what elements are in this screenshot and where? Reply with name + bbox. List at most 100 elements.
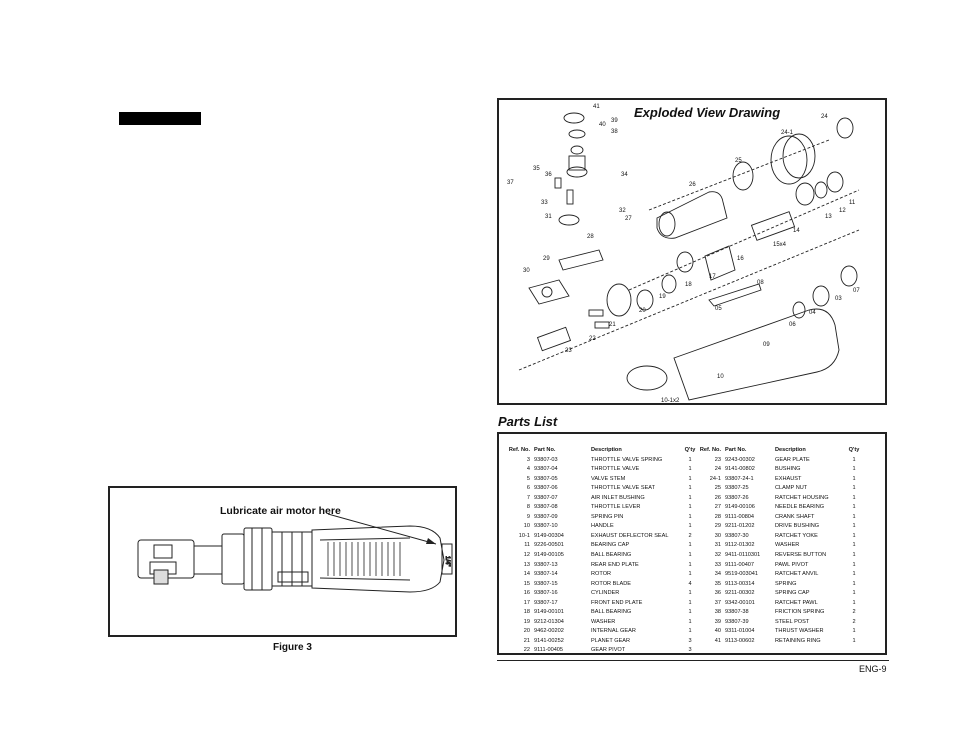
table-cell: 1 [852, 637, 856, 644]
callout-10-1x2: 10-1x2 [661, 398, 680, 404]
table-cell: 1 [688, 609, 692, 616]
table-cell: 29 [714, 523, 721, 530]
table-cell: RATCHET YOKE [775, 532, 818, 539]
table-cell: 16 [523, 590, 530, 597]
table-cell: 1 [852, 456, 856, 463]
table-cell: THROTTLE VALVE SEAT [591, 485, 656, 492]
table-cell: 1 [852, 513, 856, 520]
parts-list-panel: Ref. No. Part No. Description Q'ty Ref. … [497, 432, 887, 655]
table-cell: HANDLE [591, 523, 614, 530]
table-cell: 30 [714, 532, 721, 539]
table-cell: 9 [526, 513, 530, 520]
table-cell: 35 [714, 580, 721, 587]
table-cell: 1 [688, 561, 692, 568]
table-cell: SPRING [775, 580, 797, 587]
table-cell: 33 [714, 561, 721, 568]
table-cell: REAR END PLATE [591, 561, 639, 568]
callout-11: 11 [849, 200, 856, 206]
table-cell: 93807-17 [534, 599, 558, 606]
table-cell: 93807-38 [725, 609, 749, 616]
table-cell: 93807-04 [534, 466, 558, 473]
redacted-heading-bar [119, 112, 201, 125]
table-cell: SPRING PIN [591, 513, 624, 520]
table-cell: 9113-00314 [725, 580, 755, 587]
table-cell: 3 [688, 647, 692, 654]
table-cell: PLANET GEAR [591, 637, 631, 644]
table-cell: 36 [714, 590, 721, 597]
table-cell: 93807-26 [725, 494, 749, 501]
table-cell: 1 [852, 523, 856, 530]
table-cell: RATCHET PAWL [775, 599, 818, 606]
callout-24-1: 24-1 [781, 130, 794, 136]
table-cell: 21 [523, 637, 530, 644]
table-cell: 9149-00101 [534, 609, 564, 616]
table-cell: 34 [714, 571, 721, 578]
table-cell: BUSHING [775, 466, 801, 473]
table-cell: THRUST WASHER [775, 628, 824, 635]
table-cell: 1 [688, 494, 692, 501]
table-cell: 10 [523, 523, 530, 530]
table-cell: GEAR PLATE [775, 456, 810, 463]
callout-13: 13 [825, 214, 832, 220]
callout-04: 04 [809, 310, 816, 316]
callout-29: 29 [543, 256, 550, 262]
table-cell: 93807-16 [534, 590, 558, 597]
table-cell: 1 [688, 504, 692, 511]
callout-24: 24 [821, 114, 828, 120]
table-cell: 1 [852, 590, 856, 597]
callout-20: 20 [639, 308, 646, 314]
table-cell: 93807-08 [534, 504, 558, 511]
table-cell: CLAMP NUT [775, 485, 808, 492]
callout-30: 30 [523, 268, 530, 274]
table-cell: BALL BEARING [591, 552, 632, 559]
callout-25: 25 [735, 158, 742, 164]
table-cell: 18 [523, 609, 530, 616]
callout-22: 22 [589, 336, 596, 342]
callout-18: 18 [685, 282, 692, 288]
callout-37: 37 [507, 180, 514, 186]
table-cell: 1 [688, 456, 692, 463]
callout-32: 32 [619, 208, 626, 214]
table-cell: 9211-00302 [725, 590, 755, 597]
table-cell: PAWL PIVOT [775, 561, 809, 568]
table-cell [847, 646, 861, 656]
exploded-view-drawing: 41 39 40 38 35 34 36 37 33 32 31 24 24-1… [507, 104, 860, 404]
table-cell: 22 [523, 647, 530, 654]
parts-table-header: Ref. No. Part No. Description Q'ty Ref. … [505, 446, 861, 456]
table-cell: 1 [852, 504, 856, 511]
table-cell: 93807-15 [534, 580, 558, 587]
table-cell: 28 [714, 513, 721, 520]
footer-rule [497, 660, 889, 661]
table-cell: 1 [852, 494, 856, 501]
table-cell: REVERSE BUTTON [775, 552, 827, 559]
table-cell: 10-1 [518, 532, 530, 539]
table-cell [775, 646, 847, 656]
callout-28: 28 [587, 234, 594, 240]
table-cell: 93807-24-1 [725, 475, 754, 482]
table-cell: 6 [526, 485, 530, 492]
table-cell: 31 [714, 542, 721, 549]
table-cell: 41 [714, 637, 721, 644]
figure-caption: Figure 3 [273, 642, 312, 653]
table-cell: 11 [524, 542, 530, 549]
callout-03: 03 [835, 296, 842, 302]
table-cell: 93807-06 [534, 485, 558, 492]
table-cell: WASHER [591, 618, 616, 625]
callout-36: 36 [545, 172, 552, 178]
ratchet-tool-drawing: 1/4" [137, 513, 453, 593]
table-cell: 9112-01302 [725, 542, 755, 549]
table-cell: 2 [688, 532, 692, 539]
table-cell: 93807-09 [534, 513, 558, 520]
table-cell: 1 [688, 618, 692, 625]
table-cell: RATCHET ANVIL [775, 571, 819, 578]
table-cell: THROTTLE LEVER [591, 504, 641, 511]
svg-text:1/4": 1/4" [444, 556, 450, 566]
